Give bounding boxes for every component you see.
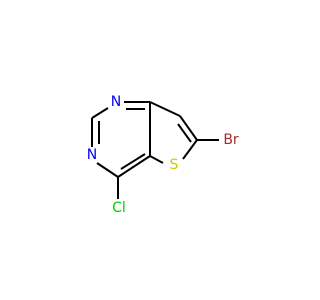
atom-n3-label: N xyxy=(87,147,97,163)
atom-labels: N N S Br Cl xyxy=(87,94,239,216)
bond-n3-c4 xyxy=(96,162,119,178)
bond-c7-c6 xyxy=(179,115,198,141)
bond-c4-c4a xyxy=(117,155,151,178)
bond-c7-c6-inner xyxy=(177,123,192,143)
bond-c7a-c7 xyxy=(149,101,181,117)
molecule-structure: N N S Br Cl xyxy=(87,94,239,216)
bond-n1-c2 xyxy=(91,107,109,119)
bond-s-c4a xyxy=(149,155,164,164)
atom-n1-label: N xyxy=(111,94,121,110)
bond-c6-s xyxy=(182,139,198,160)
atom-s-label: S xyxy=(170,157,179,173)
bond-c4-c4a-inner xyxy=(120,153,146,170)
bonds xyxy=(91,101,219,199)
atom-cl-label: Cl xyxy=(112,200,126,216)
atom-br-label: Br xyxy=(223,132,239,148)
